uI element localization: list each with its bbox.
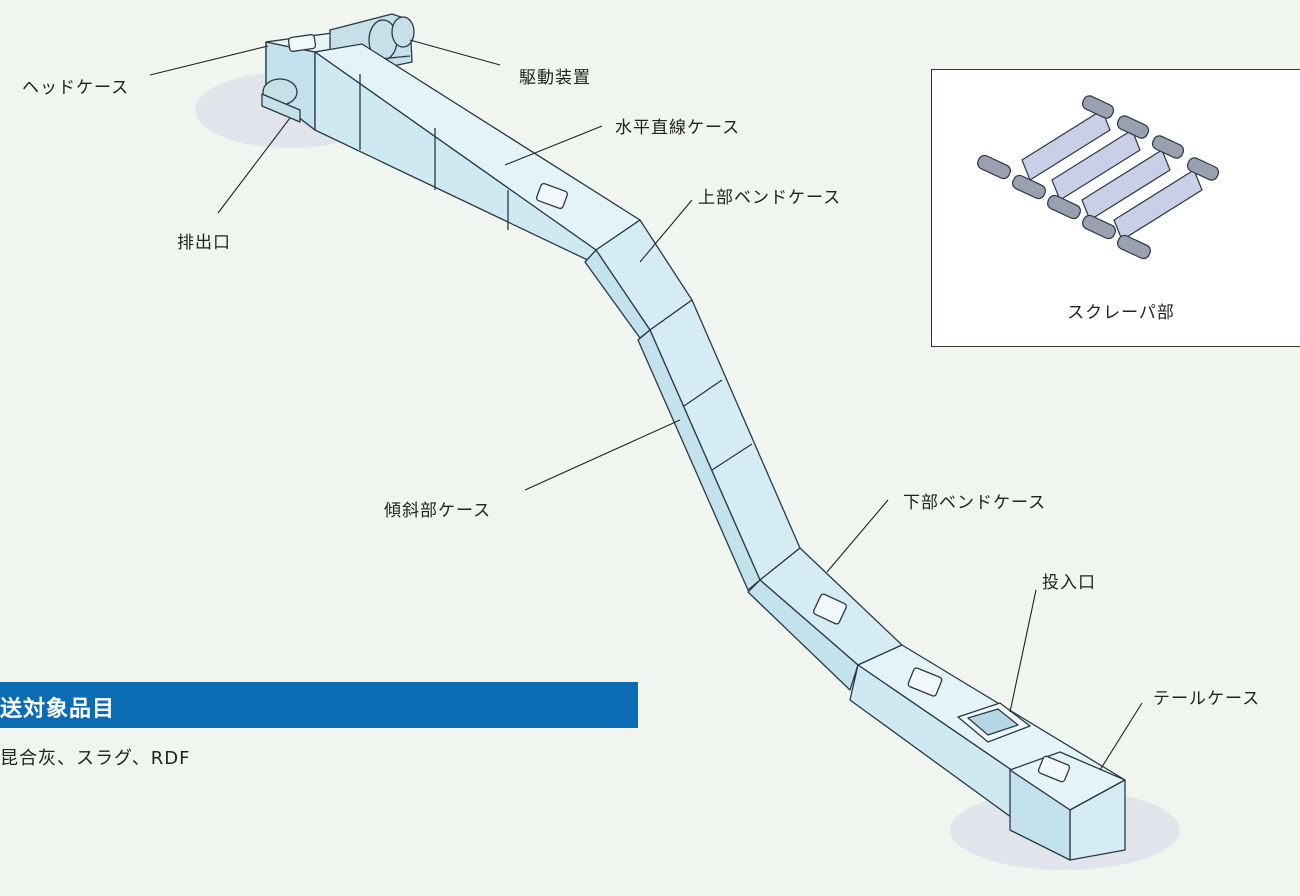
chain-front	[977, 154, 1151, 260]
inclined-case	[637, 299, 801, 591]
label-drive-unit: 駆動装置	[519, 68, 591, 88]
info-band: 送対象品目	[0, 682, 638, 728]
label-lower-bend-case: 下部ベンドケース	[903, 493, 1047, 513]
info-body: 昆合灰、スラグ、RDF	[0, 748, 191, 769]
label-tail-case: テールケース	[1153, 689, 1261, 709]
label-horizontal-case: 水平直線ケース	[615, 118, 741, 138]
discharge-port	[261, 78, 301, 123]
conveyor-body	[261, 13, 1126, 861]
label-head-case: ヘッドケース	[22, 78, 130, 98]
scraper-inset: スクレーパ部	[931, 69, 1300, 347]
label-discharge-port: 排出口	[177, 233, 231, 253]
chain-back	[1081, 95, 1220, 181]
label-upper-bend-case: 上部ベンドケース	[698, 188, 842, 208]
info-title: 送対象品目	[0, 697, 116, 722]
scraper-illustration	[977, 95, 1220, 260]
horizontal-case	[314, 43, 641, 265]
leader-lines	[149, 39, 1143, 771]
label-inlet-port: 投入口	[1042, 573, 1096, 593]
scraper-caption: スクレーパ部	[1067, 303, 1175, 323]
tail-case	[1009, 751, 1126, 861]
label-inclined-case: 傾斜部ケース	[384, 501, 492, 521]
